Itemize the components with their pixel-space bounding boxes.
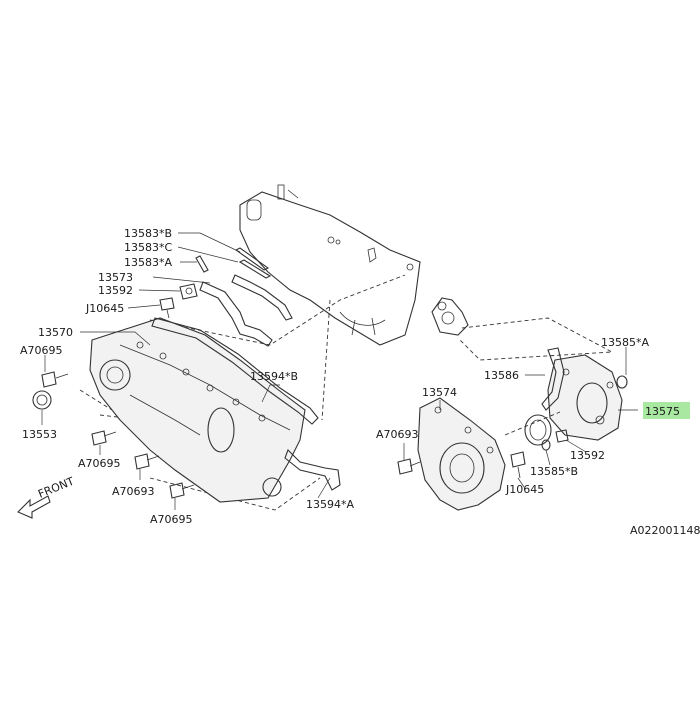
- bolt-a70695-mid: [91, 430, 117, 446]
- guide-line-upper: [149, 274, 406, 346]
- bolt-a70695-top: [41, 371, 69, 388]
- seal-ring: [524, 414, 552, 446]
- callout-labels: 13583*B 13583*C 13583*A 13573 13592 J106…: [20, 227, 700, 537]
- callout-a70695-top: A70695: [20, 344, 63, 357]
- gasket-13594b: [151, 317, 319, 425]
- diagram-id: A022001148: [630, 524, 700, 537]
- timing-pins: [195, 247, 272, 279]
- front-arrow-icon: [17, 495, 51, 519]
- callout-highlight: [643, 402, 690, 419]
- guide-line-lower: [149, 477, 321, 511]
- bolt-13592-left: [179, 283, 198, 300]
- callout-13585a: 13585*A: [601, 336, 649, 349]
- callout-j10645-left: J10645: [85, 302, 124, 315]
- callout-13553: 13553: [22, 428, 57, 441]
- callout-13570: 13570: [38, 326, 73, 339]
- engine-block: [239, 184, 421, 346]
- callout-13583c: 13583*C: [124, 241, 172, 254]
- callout-13574: 13574: [422, 386, 457, 399]
- bolt-j10645-right: [510, 451, 526, 479]
- guide-line-left: [79, 389, 113, 411]
- callout-a70693-left: A70693: [112, 485, 155, 498]
- belt-tensioner: [431, 297, 469, 336]
- callout-13583b: 13583*B: [124, 227, 172, 240]
- leader-lines: [41, 232, 638, 510]
- front-label: FRONT: [36, 475, 76, 501]
- callout-13586: 13586: [484, 369, 519, 382]
- callout-13592-right: 13592: [570, 449, 605, 462]
- bolt-13592-right: [555, 429, 569, 443]
- callout-13592-left: 13592: [98, 284, 133, 297]
- guide-line-right: [459, 317, 614, 361]
- bolt-a70695-bottom: [169, 482, 195, 499]
- callout-a70695-mid: A70695: [78, 457, 121, 470]
- belt-guide-bracket: [199, 274, 293, 347]
- bolt-j10645-left: [159, 297, 175, 319]
- callout-a70693-right: A70693: [376, 428, 419, 441]
- guide-line-vertical: [321, 299, 331, 421]
- clip-13585a: [616, 375, 628, 389]
- callout-a70695-bottom: A70695: [150, 513, 193, 526]
- gasket-13586: [541, 347, 565, 411]
- callout-13583a: 13583*A: [124, 256, 172, 269]
- right-belt-cover-13574: [417, 397, 506, 511]
- guide-line-right-mid: [504, 411, 561, 436]
- gasket-13594a: [284, 449, 341, 491]
- callout-j10645-right: J10645: [505, 483, 544, 496]
- plug-13553: [32, 390, 52, 410]
- callout-13585b: 13585*B: [530, 465, 578, 478]
- left-belt-cover: [89, 317, 306, 503]
- bolt-a70693-left: [134, 453, 160, 470]
- callout-13575: 13575: [645, 405, 680, 418]
- right-belt-cover-13575: [547, 354, 623, 441]
- bolt-a70693-right: [397, 458, 421, 475]
- callout-13573: 13573: [98, 271, 133, 284]
- callout-13594b: 13594*B: [250, 370, 298, 383]
- callout-13594a: 13594*A: [306, 498, 354, 511]
